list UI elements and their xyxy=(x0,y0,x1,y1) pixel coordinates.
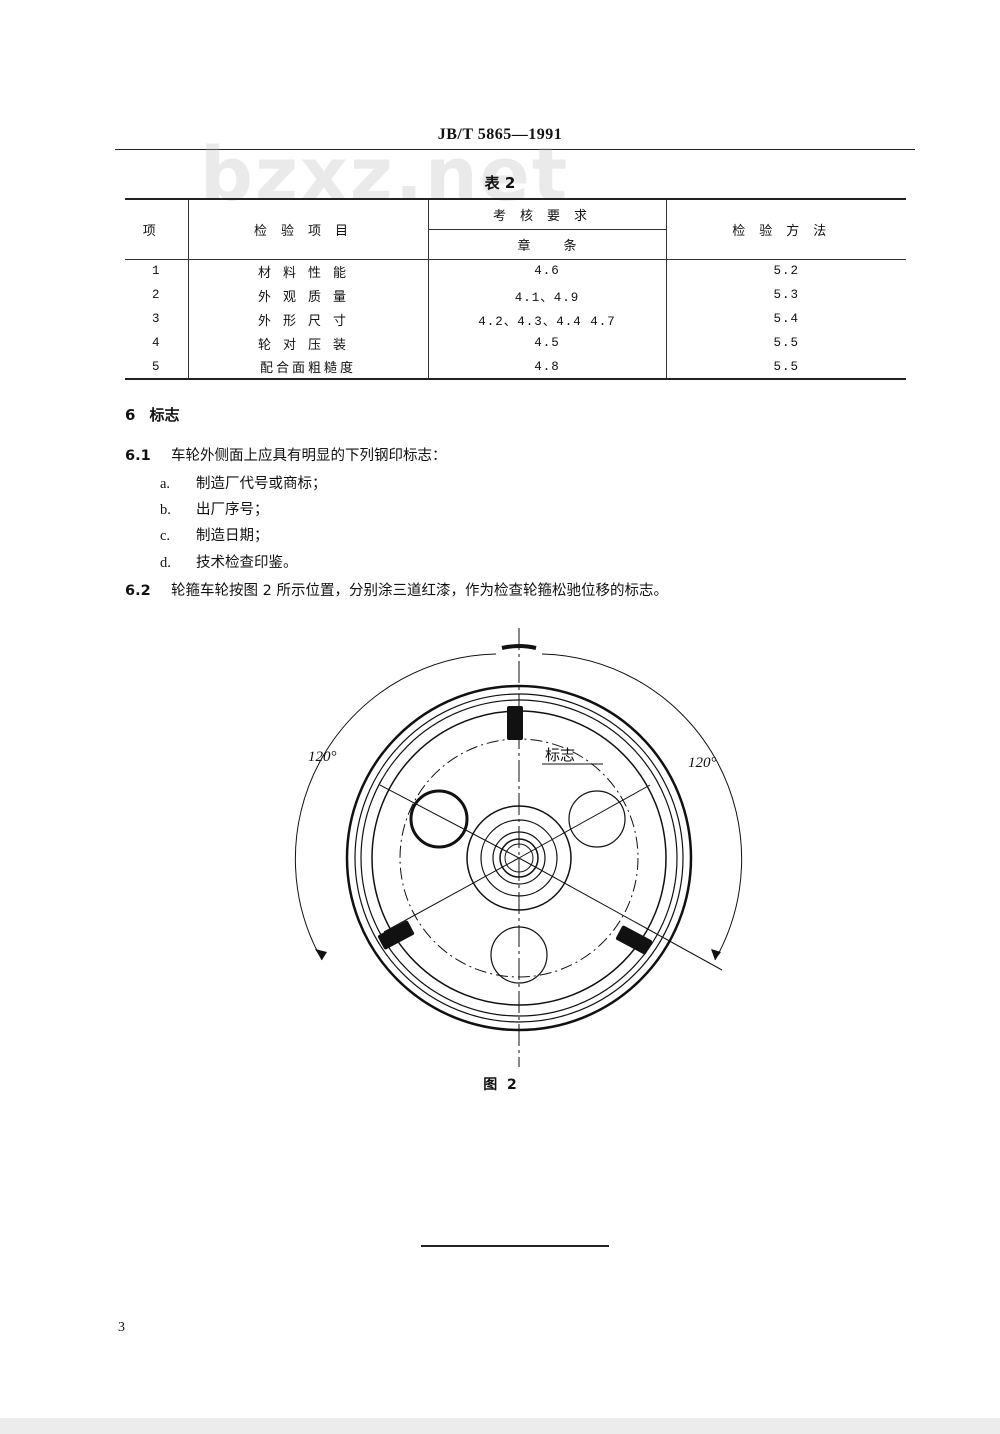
page-bottom-strip xyxy=(0,1418,1000,1434)
clause-number: 6.2 xyxy=(125,583,151,599)
list-item: d. 技术检查印鉴。 xyxy=(160,551,298,572)
header-inspection-item: 检验项目 xyxy=(187,199,428,260)
row-method: 5.2 xyxy=(665,259,906,283)
row-method: 5.5 xyxy=(665,355,906,380)
paint-mark-lower-left xyxy=(377,920,415,950)
list-item: c. 制造日期； xyxy=(160,524,269,545)
angle-arc-right xyxy=(541,653,743,961)
axle-bore-ring xyxy=(499,838,539,878)
spoke-line-upper-right xyxy=(518,784,651,859)
axle-bore-inner-ring xyxy=(504,843,534,873)
section-title: 标志 xyxy=(149,406,180,424)
table-row: 4 轮对压装 4.5 5.5 xyxy=(125,331,906,355)
clause-6-2: 6.2 轮箍车轮按图 2 所示位置，分别涂三道红漆，作为检查轮箍松驰位移的标志。 xyxy=(125,579,668,600)
row-number: 4 xyxy=(151,336,161,350)
arrow-left xyxy=(315,949,327,960)
list-text: 出厂序号； xyxy=(196,502,269,518)
hub-inner-ring xyxy=(492,831,546,885)
paint-mark-top xyxy=(507,706,523,740)
table-row: 2 外观质量 4.1、4.9 5.3 xyxy=(125,283,906,307)
header-requirement: 考核要求 xyxy=(427,199,666,230)
row-number: 3 xyxy=(151,312,161,326)
header-item: 项 xyxy=(125,199,188,260)
figure-caption: 图 2 xyxy=(483,1077,517,1093)
header-method: 检验方法 xyxy=(665,199,906,260)
row-inspection-item: 外形尺寸 xyxy=(187,307,428,331)
list-mark: d. xyxy=(160,555,171,571)
list-item: a. 制造厂代号或商标； xyxy=(160,472,327,493)
header-chapter-clause: 章 条 xyxy=(427,229,666,260)
paint-mark-lower-right xyxy=(615,925,653,955)
row-method: 5.4 xyxy=(665,307,906,331)
rim-ring xyxy=(360,699,678,1017)
spoke-line-lower-right xyxy=(518,857,723,971)
list-mark: b. xyxy=(160,502,171,518)
row-clause: 4.2、4.3、4.4 4.7 xyxy=(427,307,666,331)
disc-hole-upper-right xyxy=(568,790,626,848)
angle-label-left: 120° xyxy=(308,749,337,765)
clause-text: 轮箍车轮按图 2 所示位置，分别涂三道红漆，作为检查轮箍松驰位移的标志。 xyxy=(171,583,668,599)
arrow-right xyxy=(711,949,721,960)
row-clause: 4.6 xyxy=(427,259,666,283)
clause-number: 6.1 xyxy=(125,448,151,464)
hub-outer-ring xyxy=(466,805,572,911)
inspection-table: 项 检验项目 考核要求 检验方法 章 条 1 材料性能 4.6 5.2 2 外观… xyxy=(125,198,906,380)
spoke-line-lower-left xyxy=(383,857,520,933)
angle-arc-left xyxy=(294,653,497,961)
row-inspection-item: 外观质量 xyxy=(187,283,428,307)
row-inspection-item: 材料性能 xyxy=(187,259,428,283)
tyre-inner-ring xyxy=(354,693,684,1023)
row-clause: 4.5 xyxy=(427,331,666,355)
row-number: 2 xyxy=(151,288,161,302)
end-rule xyxy=(421,1245,609,1247)
clause-6-1: 6.1 车轮外侧面上应具有明显的下列钢印标志： xyxy=(125,444,447,465)
page-number: 3 xyxy=(118,1320,125,1335)
top-marker-arc xyxy=(501,644,537,650)
table-row: 5 配合面粗糙度 4.8 5.5 xyxy=(125,355,906,380)
marker-label: 标志 xyxy=(545,746,575,764)
list-mark: c. xyxy=(160,528,171,544)
row-inspection-item: 配合面粗糙度 xyxy=(187,355,428,380)
list-text: 制造厂代号或商标； xyxy=(196,476,327,492)
row-method: 5.3 xyxy=(665,283,906,307)
row-inspection-item: 轮对压装 xyxy=(187,331,428,355)
list-text: 技术检查印鉴。 xyxy=(196,555,298,571)
table-caption: 表 2 xyxy=(484,174,516,192)
clause-text: 车轮外侧面上应具有明显的下列钢印标志： xyxy=(171,448,447,464)
list-item: b. 出厂序号； xyxy=(160,498,269,519)
section-6-heading: 6 标志 xyxy=(125,404,179,425)
angle-label-right: 120° xyxy=(688,755,717,771)
list-mark: a. xyxy=(160,476,171,492)
section-number: 6 xyxy=(125,406,136,424)
disc-hole-upper-left xyxy=(409,789,469,849)
row-method: 5.5 xyxy=(665,331,906,355)
row-clause: 4.8 xyxy=(427,355,666,380)
table-row: 3 外形尺寸 4.2、4.3、4.4 4.7 5.4 xyxy=(125,307,906,331)
list-text: 制造日期； xyxy=(196,528,269,544)
header-rule xyxy=(115,149,915,150)
table-row: 1 材料性能 4.6 5.2 xyxy=(125,259,906,283)
row-number: 1 xyxy=(151,264,161,279)
wheel-diagram: 120° 120° 标志 xyxy=(294,628,743,1067)
row-number: 5 xyxy=(125,355,188,380)
standard-code: JB/T 5865—1991 xyxy=(437,126,563,143)
row-clause: 4.1、4.9 xyxy=(427,283,666,307)
hub-middle-ring xyxy=(480,819,558,897)
disc-hole-bottom xyxy=(490,926,548,984)
outer-tyre-ring xyxy=(345,684,693,1032)
